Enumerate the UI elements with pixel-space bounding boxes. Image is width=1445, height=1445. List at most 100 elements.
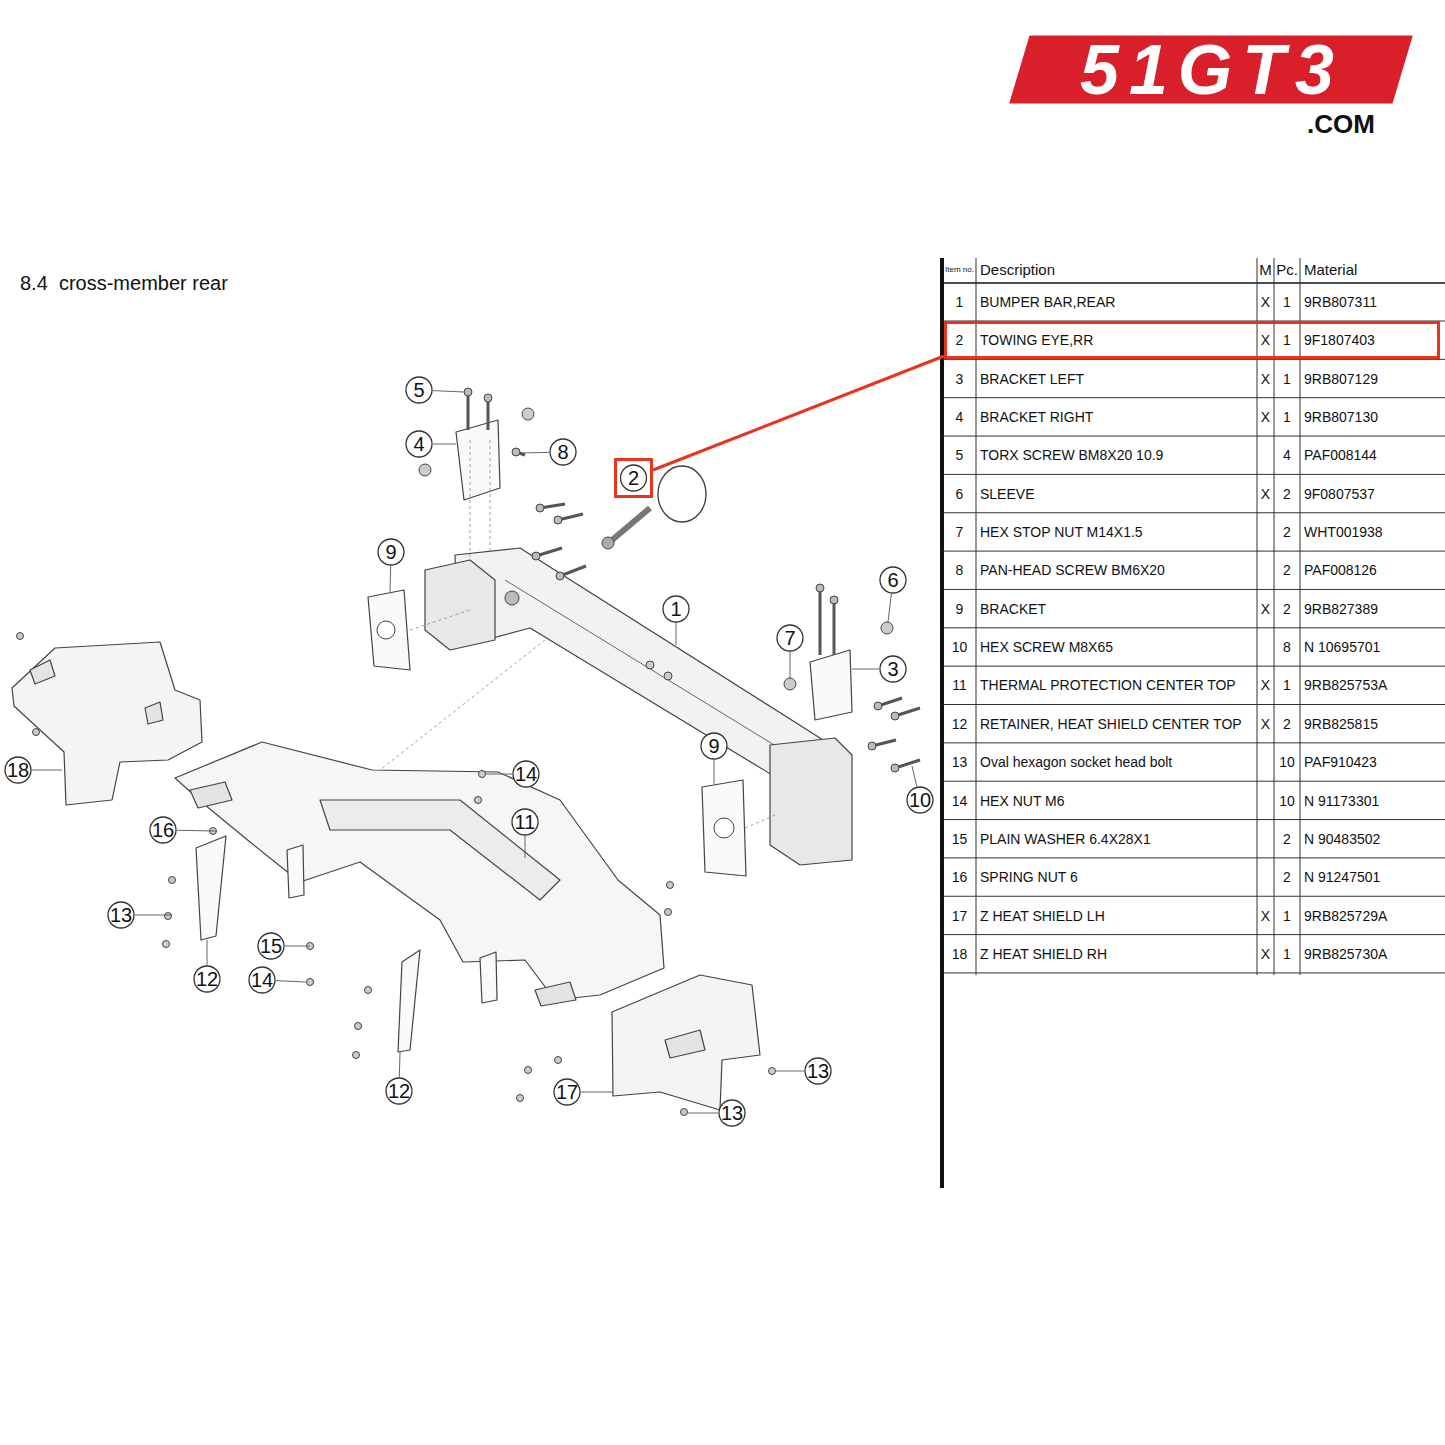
leader-line: [390, 566, 392, 592]
thermal-protection-tab: [535, 982, 576, 1006]
table-cell: Oval hexagon socket head bolt: [980, 754, 1172, 770]
leader-line: [276, 981, 306, 982]
assembly-line: [490, 440, 491, 552]
table-cell: 2: [1283, 524, 1291, 540]
table-cell: TORX SCREW BM8X20 10.9: [980, 447, 1163, 463]
table-cell: 9F1807403: [1304, 332, 1375, 348]
table-cell: X: [1261, 294, 1270, 310]
table-cell: 10: [1279, 793, 1295, 809]
table-cell: THERMAL PROTECTION CENTER TOP: [980, 677, 1236, 693]
fastener: [353, 1052, 360, 1059]
table-cell: 2: [1283, 716, 1291, 732]
callout-number: 12: [196, 968, 218, 991]
table-cell: 1: [1283, 908, 1291, 924]
leader-line: [581, 1092, 613, 1093]
table-cell: N 91247501: [1304, 869, 1380, 885]
table-cell: 1: [1283, 294, 1291, 310]
fastener: [525, 1067, 532, 1074]
fastener: [555, 1057, 562, 1064]
callout-circle: [701, 733, 727, 759]
table-cell: 1: [1283, 946, 1291, 962]
bracket: [810, 650, 852, 720]
table-cell: N 90483502: [1304, 831, 1380, 847]
table-line: [1257, 258, 1258, 975]
table-line: [943, 551, 1445, 552]
table-cell: Z HEAT SHIELD LH: [980, 908, 1105, 924]
bolt-head: [556, 572, 564, 580]
towing-eye-nut: [602, 537, 614, 549]
table-cell: 6: [956, 486, 964, 502]
fastener: [475, 797, 482, 804]
table-cell: 2: [956, 332, 964, 348]
table-cell: 9RB807129: [1304, 371, 1378, 387]
bolt-head: [868, 742, 876, 750]
callout-circle: [150, 817, 176, 843]
fastener: [355, 1023, 362, 1030]
bolt-head: [816, 584, 824, 592]
table-line: [943, 512, 1445, 513]
assembly-line: [380, 640, 545, 770]
fastener: [517, 1095, 524, 1102]
table-cell: 2: [1283, 831, 1291, 847]
table-line: [943, 666, 1445, 667]
table-cell: PAF910423: [1304, 754, 1377, 770]
table-cell: 9RB807311: [1304, 294, 1377, 310]
callout-circle: [663, 596, 689, 622]
bolt-head: [891, 712, 899, 720]
retainer: [196, 836, 226, 940]
callout-circle: [108, 902, 134, 928]
table-line: [943, 397, 1445, 398]
table-cell: 2: [1283, 562, 1291, 578]
leader-line: [207, 940, 208, 965]
callout-number: 9: [708, 735, 719, 758]
table-line: [943, 704, 1445, 705]
table-cell: X: [1261, 409, 1270, 425]
bolt-shank: [833, 600, 836, 655]
fastener: [665, 909, 672, 916]
leader-line: [790, 652, 791, 678]
table-cell: 9RB825815: [1304, 716, 1378, 732]
thermal-protection-tab: [190, 782, 232, 808]
callout-number: 13: [807, 1060, 829, 1083]
bumper-bar-hole: [646, 661, 654, 669]
leader-line: [522, 452, 549, 454]
bolt-head: [532, 552, 540, 560]
heat-shield-tab: [145, 702, 163, 724]
table-cell: N 91173301: [1304, 793, 1379, 809]
table-cell: WHT001938: [1304, 524, 1383, 540]
table-cell: 9RB827389: [1304, 601, 1378, 617]
table-cell: TOWING EYE,RR: [980, 332, 1093, 348]
table-cell: 9RB825753A: [1304, 677, 1387, 693]
callout-number: 14: [251, 969, 273, 992]
bracket-hole: [714, 818, 734, 838]
leader-line: [688, 1113, 718, 1114]
table-cell: 12: [952, 716, 968, 732]
bolt-head: [536, 504, 544, 512]
table-cell: PLAIN WASHER 6.4X28X1: [980, 831, 1151, 847]
table-cell: 9F0807537: [1304, 486, 1375, 502]
callout-circle: [554, 1079, 580, 1105]
table-line: [1274, 258, 1275, 975]
callout-number: 4: [413, 433, 424, 456]
callout-number: 18: [7, 759, 29, 782]
logo-text: 51GT3: [1080, 30, 1344, 111]
table-cell: 4: [1283, 447, 1291, 463]
bumper-bar-edge: [505, 580, 815, 770]
leader-line: [399, 1052, 401, 1077]
table-cell: PAN-HEAD SCREW BM6X20: [980, 562, 1165, 578]
table-cell: BRACKET LEFT: [980, 371, 1084, 387]
highlight-connector: [653, 356, 944, 470]
table-line: [943, 819, 1445, 820]
table-line: [943, 781, 1445, 782]
callout-number: 6: [887, 569, 898, 592]
table-header: Item no.: [945, 265, 974, 274]
callout-circle: [258, 933, 284, 959]
table-cell: 16: [952, 869, 968, 885]
bolt-head: [830, 596, 838, 604]
table-cell: 10: [952, 639, 968, 655]
callout-number: 13: [110, 904, 132, 927]
table-cell: Z HEAT SHIELD RH: [980, 946, 1107, 962]
table-line: [943, 589, 1445, 590]
callout-number: 11: [515, 811, 536, 834]
table-cell: PAF008126: [1304, 562, 1377, 578]
